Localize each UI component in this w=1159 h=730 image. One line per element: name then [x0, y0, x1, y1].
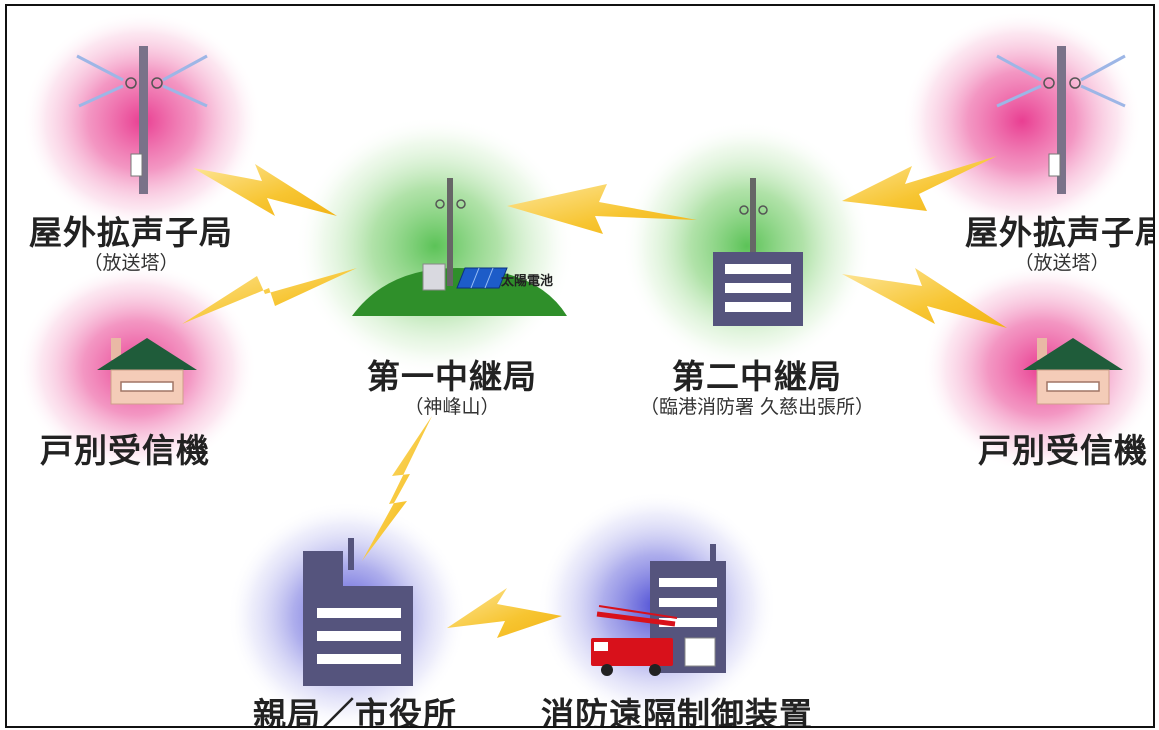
- solar-panel-icon: [456, 267, 508, 289]
- radio-link-relay1-relay2: [507, 184, 697, 234]
- house-right: [1023, 338, 1123, 405]
- radio-link-relay2-outdoor-right: [842, 156, 997, 211]
- home-right-label: 戸別受信機: [978, 431, 1148, 470]
- city-hall-building: [303, 538, 413, 686]
- radio-link-fire-parent: [447, 588, 562, 638]
- relay1-mountain: [352, 178, 567, 316]
- house-left: [97, 338, 197, 405]
- network-diagram: [17, 11, 1153, 726]
- relay1-sub: （神峰山）: [404, 396, 500, 418]
- pink-glow-outdoor-right: [902, 11, 1142, 231]
- outdoor-left-label: 屋外拡声子局: [29, 213, 233, 252]
- diagram-frame: 屋外拡声子局 （放送塔） 戸別受信機 屋外拡声子局 （放送塔） 戸別受信機 太陽…: [5, 4, 1155, 728]
- relay2-sub: （臨港消防署 久慈出張所）: [639, 396, 875, 418]
- radio-link-home-left-relay1: [182, 268, 357, 324]
- solar-battery-label: 太陽電池: [501, 274, 554, 289]
- speaker-tower-left: [76, 46, 208, 194]
- green-glow-relay1: [295, 116, 575, 376]
- fire-truck-icon: [591, 605, 678, 676]
- green-glow-relay2: [622, 121, 872, 371]
- radio-link-relay2-home-right: [842, 268, 1007, 328]
- outdoor-right-sub: （放送塔）: [1014, 252, 1110, 274]
- relay1-label: 第一中継局: [367, 357, 537, 396]
- speaker-tower-right: [996, 46, 1126, 194]
- outdoor-right-label: 屋外拡声子局: [965, 213, 1155, 252]
- home-left-label: 戸別受信機: [40, 431, 210, 470]
- outdoor-left-sub: （放送塔）: [83, 252, 179, 274]
- fire-control-label: 消防遠隔制御装置: [541, 695, 813, 728]
- radio-link-outdoor-left-relay1: [193, 164, 337, 216]
- relay2-label: 第二中継局: [672, 357, 842, 396]
- relay2-building: [713, 178, 803, 326]
- radio-link-relay1-parent: [362, 416, 432, 561]
- parent-station-label: 親局／市役所: [253, 695, 457, 728]
